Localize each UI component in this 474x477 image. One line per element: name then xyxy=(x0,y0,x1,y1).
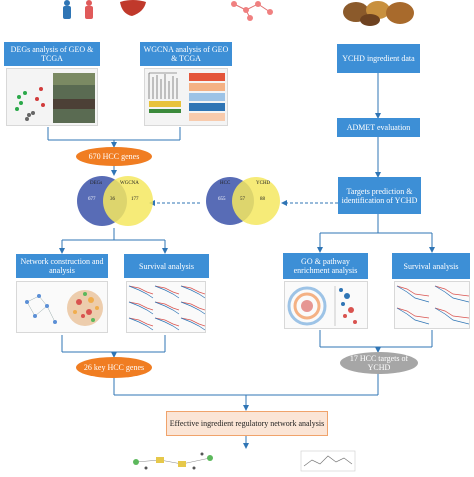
wgcna-analysis-box: WGCNA analysis of GEO & TCGA xyxy=(140,42,232,66)
liver-organ-icon xyxy=(118,0,148,18)
venn-left-set-b: WGCNA xyxy=(120,181,139,186)
venn-right-only-a: 655 xyxy=(218,197,226,202)
survival-analysis-right-label: Survival analysis xyxy=(403,261,459,271)
venn-right-overlap: 57 xyxy=(240,197,245,202)
venn-diagram-degs-wgcna xyxy=(72,174,160,228)
key-hcc-genes-oval: 26 key HCC genes xyxy=(76,357,152,378)
wgcna-thumbnail xyxy=(144,68,228,126)
go-pathway-box: GO & pathway enrichment analysis xyxy=(283,253,368,279)
hcc-genes-oval: 670 HCC genes xyxy=(76,147,152,166)
hcc-targets-label: 17 HCC targets of YCHD xyxy=(349,354,409,372)
venn-right-set-a: HCC xyxy=(220,181,231,186)
venn-left-only-b: 177 xyxy=(131,197,139,202)
admet-box: ADMET evaluation xyxy=(337,118,420,137)
network-construction-box: Network construction and analysis xyxy=(16,254,108,278)
molecule-network-icon xyxy=(228,0,276,22)
degs-analysis-label: DEGs analysis of GEO & TCGA xyxy=(10,45,94,63)
go-pathway-label: GO & pathway enrichment analysis xyxy=(293,257,358,275)
regulatory-network-thumbnail xyxy=(130,450,220,472)
final-network-analysis-label: Effective ingredient regulatory network … xyxy=(169,419,325,428)
venn-right-set-b: YCHD xyxy=(256,181,271,186)
degs-analysis-box: DEGs analysis of GEO & TCGA xyxy=(4,42,100,66)
human-body-icon xyxy=(55,0,110,20)
admet-label: ADMET evaluation xyxy=(346,123,411,132)
hcc-genes-label: 670 HCC genes xyxy=(88,152,140,161)
venn-left-only-a: 677 xyxy=(88,197,96,202)
go-enrichment-thumbnail xyxy=(284,281,368,329)
wgcna-analysis-label: WGCNA analysis of GEO & TCGA xyxy=(143,45,229,63)
venn-left-set-a: DEGs xyxy=(90,181,103,186)
venn-diagram-hcc-ychd xyxy=(204,174,284,228)
key-hcc-genes-label: 26 key HCC genes xyxy=(83,363,145,372)
network-thumbnail xyxy=(16,281,108,333)
survival-analysis-left-box: Survival analysis xyxy=(124,254,209,278)
ychd-ingredient-label: YCHD ingredient data xyxy=(342,54,415,63)
targets-prediction-label: Targets prediction & identification of Y… xyxy=(341,186,418,205)
network-construction-label: Network construction and analysis xyxy=(20,257,104,275)
venn-right-only-b: 88 xyxy=(260,197,265,202)
herbal-slices-icon xyxy=(342,0,416,26)
bottom-chart-thumbnail xyxy=(300,450,356,472)
survival-analysis-left-label: Survival analysis xyxy=(139,261,194,271)
targets-prediction-box: Targets prediction & identification of Y… xyxy=(338,177,421,214)
survival-right-thumbnail xyxy=(394,281,470,329)
ychd-ingredient-box: YCHD ingredient data xyxy=(337,44,420,73)
survival-left-thumbnail xyxy=(126,281,206,333)
survival-analysis-right-box: Survival analysis xyxy=(392,253,470,279)
venn-left-overlap: 36 xyxy=(110,197,115,202)
hcc-targets-oval: 17 HCC targets of YCHD xyxy=(340,352,418,374)
degs-volcano-thumbnail xyxy=(6,68,98,126)
final-network-analysis-box: Effective ingredient regulatory network … xyxy=(166,411,328,436)
